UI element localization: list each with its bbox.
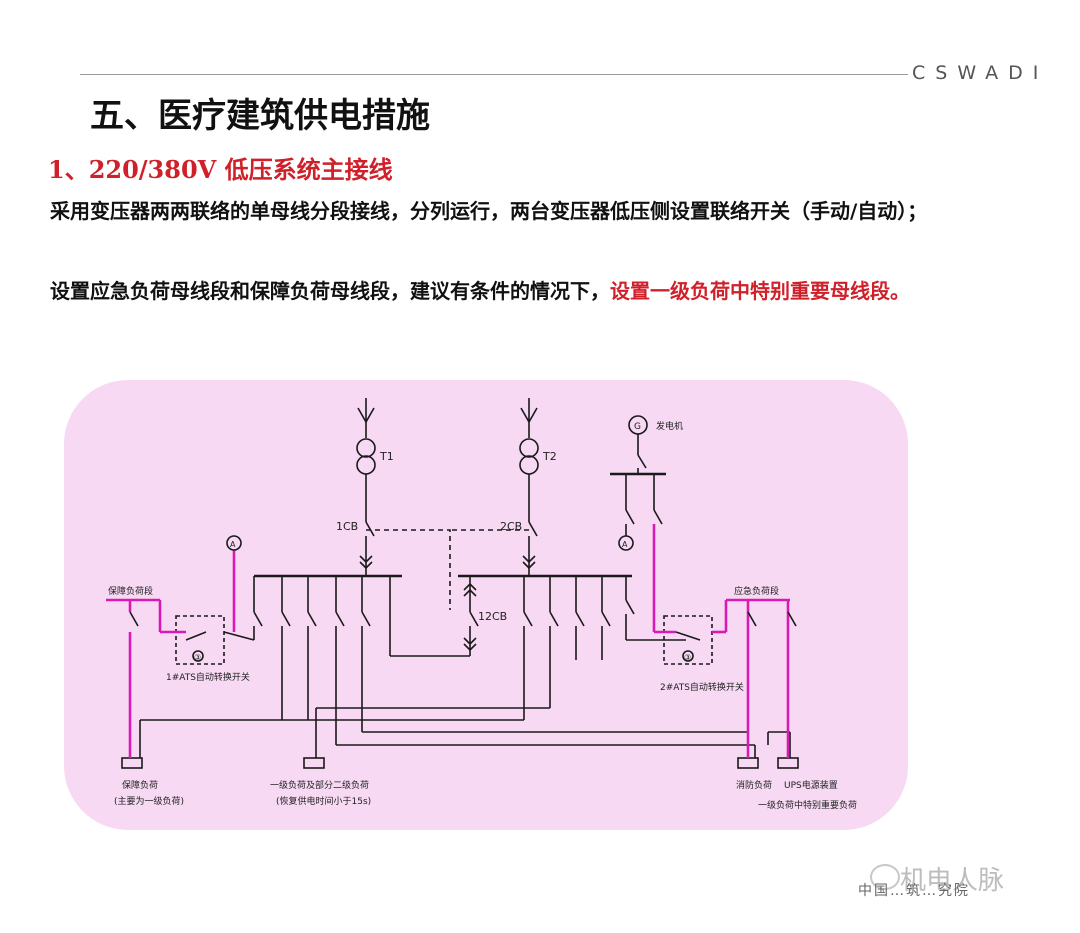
ats1-box [175,615,225,665]
ats1-ammeter-symbol: A [230,540,236,549]
watermark-text: 机电人脉 [900,866,1005,896]
t1-winding-top-icon [356,438,376,458]
generator-symbol: G [634,422,641,432]
load-level1-sub: (恢复供电时间小于15s) [276,795,371,807]
interlock-dashed [366,529,529,610]
ats1-motor-icon [192,650,204,662]
cb12-top-withdraw-icon [463,582,477,597]
cb2-label: 2CB [500,520,522,533]
t2-winding-top-icon [519,438,539,458]
gen-ammeter-symbol: A [622,540,628,549]
ats1-label: 1#ATS自动转换开关 [166,671,250,683]
load-fire-label: 消防负荷 [736,779,772,791]
cb2-withdraw-icon [522,555,536,570]
t2-label: T2 [542,450,557,463]
cb12-switch-icon [469,611,479,627]
top-rule [80,74,908,75]
cb2-switch-icon [528,521,538,537]
cb1-withdraw-icon [359,555,373,570]
brand-logo-text: CSWADI [912,62,1049,84]
load-terminal-guarantee [121,757,143,769]
ats2-label: 2#ATS自动转换开关 [660,681,744,693]
guarantee-bus-label: 保障负荷段 [108,585,153,597]
load-terminal-fire [737,757,759,769]
section-title: 1、220/380V 低压系统主接线 [48,155,393,184]
cb1-switch-icon [365,521,375,537]
load-level1-label: 一级负荷及部分二级负荷 [270,779,369,791]
load-guarantee-sub: (主要为一级负荷) [114,795,184,807]
t1-arrow-icon [357,407,375,424]
page-title: 五、医疗建筑供电措施 [90,96,430,136]
diagram-panel [64,380,908,830]
paragraph-text: 设置应急负荷母线段和保障负荷母线段，建议有条件的情况下， [50,279,610,303]
ats1-ammeter-icon [226,535,242,551]
ats1-motor-symbol: ③ [194,653,201,662]
load-terminal-ups [777,757,799,769]
institute-footer: 中国…筑…究院 [858,883,970,899]
generator-switch [637,454,647,469]
load-ups-label: UPS电源装置 [784,779,838,791]
ats2-motor-icon [682,650,694,662]
load-guarantee-label: 保障负荷 [122,779,158,791]
generator-label: 发电机 [656,420,683,432]
cb12-label: 12CB [478,610,507,623]
ats2-box [663,615,713,665]
load-ups-sub: 一级负荷中特别重要负荷 [758,799,857,811]
paragraph-bus-connection: 采用变压器两两联络的单母线分段接线，分列运行，两台变压器低压侧设置联络开关（手动… [50,199,928,223]
wechat-icon [870,864,900,890]
ats2-motor-symbol: ③ [684,653,691,662]
t1-winding-bottom-icon [356,455,376,475]
cb12-withdraw-icon [463,637,477,652]
t2-winding-bottom-icon [519,455,539,475]
emergency-bus-label: 应急负荷段 [734,585,779,597]
gen-ammeter-icon [618,535,634,551]
paragraph-highlight: 设置一级负荷中特别重要母线段。 [610,279,910,303]
load-terminal-level1 [303,757,325,769]
paragraph-emergency-bus: 设置应急负荷母线段和保障负荷母线段，建议有条件的情况下，设置一级负荷中特别重要母… [10,273,950,310]
t1-label: T1 [379,450,394,463]
t2-arrow-icon [520,407,538,424]
cb1-label: 1CB [336,520,358,533]
bus1-feeder-1-switch [253,611,263,627]
